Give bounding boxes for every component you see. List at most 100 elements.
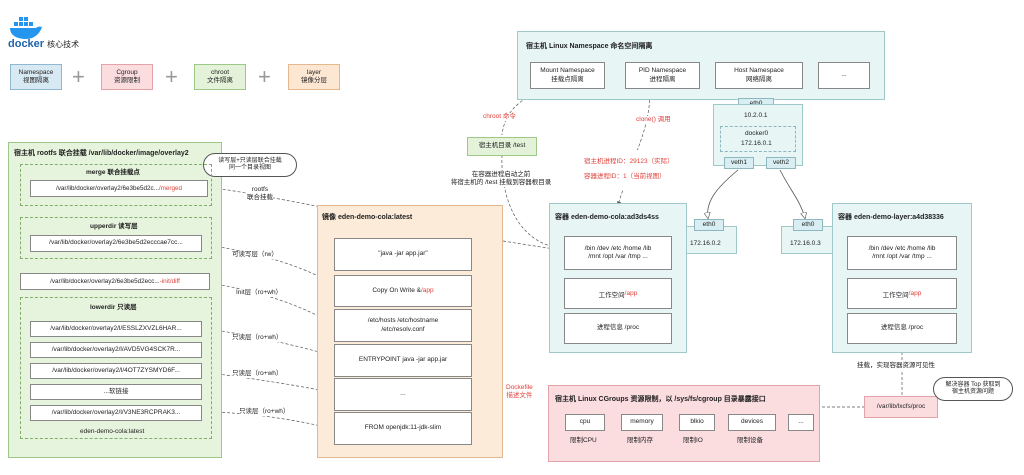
container2-workspace: 工作空间 /app: [847, 278, 957, 309]
merge-path: /var/lib/docker/overlay2/6e3be5d2c...: [55, 185, 159, 192]
docker0-ip: 172.16.0.1: [741, 140, 772, 147]
workspace-label: 工作空间: [598, 291, 625, 299]
logo-word: docker: [8, 38, 45, 50]
lowerdir-path-3: /var/lib/docker/overlay2/l/4OT7ZYSMYD6F.…: [30, 363, 202, 379]
cgroup-blkio-desc: 限制IO: [683, 437, 703, 444]
host-ip: 10.2.0.1: [744, 112, 768, 119]
pill-desc: 视图隔离: [23, 77, 49, 84]
image-layer-from: FROM openjdk:11-jdk-slim: [334, 412, 472, 445]
lowerdir-path-2: /var/lib/docker/overlay2/l/AVD5VG4SCK7R.…: [30, 342, 202, 358]
docker0-label: docker0: [745, 130, 769, 137]
container1-title: 容器 eden-demo-cola:ad3ds4ss: [555, 214, 659, 221]
container1-workspace: 工作空间 /app: [564, 278, 672, 309]
merge-title: merge 联合挂载点: [86, 169, 140, 176]
layer-label-init: Init层（ro+wh）: [236, 289, 283, 297]
pill-desc: 文件隔离: [207, 77, 233, 84]
layer-label-rw: 可读写层（rw）: [232, 251, 278, 259]
docker-logo: [8, 14, 44, 40]
clone-label: clone() 调用: [636, 116, 671, 124]
host-dir-box: 宿主机目录 /test: [467, 137, 537, 156]
cgroup-more: ...: [788, 414, 814, 431]
ns-name: ...: [841, 71, 847, 79]
container2-ip: 172.16.0.3: [790, 240, 821, 247]
ns-name: Host Namespace: [734, 67, 784, 75]
plus-icon: +: [258, 64, 271, 89]
image-layer-cmd: "java -jar app.jar": [334, 238, 472, 271]
pill-desc: 镜像分层: [301, 77, 327, 84]
workspace-label: 工作空间: [882, 291, 909, 299]
layer-label-ro-3: 只读层（ro+wh）: [239, 408, 290, 416]
more-namespace-box: ...: [818, 62, 870, 89]
container2-fs: /bin /dev /etc /home /lib /mnt /opt /var…: [847, 236, 957, 270]
lowerdir-title: lowerdir 只读层: [90, 304, 137, 311]
header-title: docker 核心技术: [8, 38, 79, 50]
upperdir-title: upperdir 读写层: [90, 223, 138, 230]
chroot-label: chroot 命令: [483, 113, 516, 121]
workspace-path: /app: [908, 290, 922, 297]
container1-eth0: eth0: [694, 219, 724, 231]
lxcfs-callout-text: 解决容器 Top 获取到 宿主机资源问题: [945, 381, 1001, 395]
pid-note-line2: 容器进程ID：1（当前视图）: [584, 173, 666, 181]
pill-name: chroot: [210, 68, 230, 76]
workspace-path: /app: [624, 290, 638, 297]
whale-icon: [10, 17, 42, 39]
cgroup-memory: memory: [621, 414, 663, 431]
ns-desc: 挂载点隔离: [551, 75, 584, 83]
lowerdir-path-4: /var/lib/docker/overlay2/l/V3NE3RCPRAK3.…: [30, 405, 202, 421]
cow-suffix: /app: [421, 286, 434, 294]
plus-icon: +: [165, 64, 178, 89]
merge-section: [20, 164, 212, 206]
init-path-box: /var/lib/docker/overlay2/6e3be5d2ecc...-…: [20, 273, 210, 290]
merge-path-box: /var/lib/docker/overlay2/6e3be5d2c.../me…: [30, 180, 208, 197]
init-path: /var/lib/docker/overlay2/6e3be5d2ecc...: [50, 278, 160, 285]
lowerdir-footer: eden-demo-cola:latest: [80, 428, 145, 435]
container2-eth0: eth0: [793, 219, 823, 231]
cgroup-blkio: blkio: [679, 414, 715, 431]
cgroup-devices: devices: [728, 414, 776, 431]
cgroup-cpu-desc: 限制CPU: [570, 437, 597, 444]
container1-proc: 进程信息 /proc: [564, 313, 672, 344]
veth2: veth2: [766, 157, 796, 169]
pill-name: layer: [306, 68, 322, 76]
network-panel: [713, 104, 803, 166]
rootfs-callout-text: 读写层+只读层联合挂载 同一个目录视图: [218, 157, 282, 171]
merge-suffix: /merged: [158, 185, 183, 192]
docker0-bridge: [720, 126, 796, 152]
image-title: 镜像 eden-demo-cola:latest: [322, 214, 413, 221]
lowerdir-symlink: ...软链接: [30, 384, 202, 400]
container1-fs: /bin /dev /etc /home /lib /mnt /opt /var…: [564, 236, 672, 270]
container2-title: 容器 eden-demo-layer:a4d38336: [838, 214, 944, 221]
pid-note: 宿主机进程ID：29123（实际） 容器进程ID：1（当前视图）: [584, 150, 674, 189]
pid-note-line1: 宿主机进程ID：29123（实际）: [584, 157, 674, 165]
ns-desc: 进程隔离: [649, 75, 676, 83]
pill-name: Cgroup: [116, 68, 138, 76]
ns-name: PID Namespace: [638, 67, 687, 75]
cgroup-devices-desc: 限制设备: [737, 437, 763, 444]
rootfs-title: 宿主机 rootfs 联合挂载 /var/lib/docker/image/ov…: [14, 150, 189, 157]
cgroup-memory-desc: 限制内存: [627, 437, 653, 444]
lxcfs-callout: 解决容器 Top 获取到 宿主机资源问题: [933, 377, 1013, 401]
page-title: 核心技术: [47, 40, 80, 49]
image-layer-entrypoint: ENTRYPOINT java -jar app.jar: [334, 344, 472, 377]
veth1: veth1: [724, 157, 754, 169]
image-layer-hosts: /etc/hosts /etc/hostname /etc/resolv.con…: [334, 309, 472, 342]
lowerdir-path-1: /var/lib/docker/overlay2/l/ESSLZXVZL6HAR…: [30, 321, 202, 337]
pill-desc: 资源限制: [114, 77, 140, 84]
upperdir-section: [20, 217, 212, 259]
plus-icon: +: [72, 64, 85, 89]
init-suffix: -init/diff: [159, 278, 180, 285]
image-layer-more: ...: [334, 378, 472, 411]
lxcfs-path: /var/lib/lxcfs/proc: [864, 396, 938, 418]
dockerfile-label: Dockefile 描述文件: [506, 384, 533, 399]
lxcfs-mount-note: 挂载，实现容器资源可见性: [857, 362, 935, 370]
container1-ip: 172.16.0.2: [690, 240, 721, 247]
ns-desc: 网络隔离: [745, 75, 772, 83]
layer-label-ro-1: 只读层（ro+wh）: [232, 334, 283, 342]
container2-proc: 进程信息 /proc: [847, 313, 957, 344]
